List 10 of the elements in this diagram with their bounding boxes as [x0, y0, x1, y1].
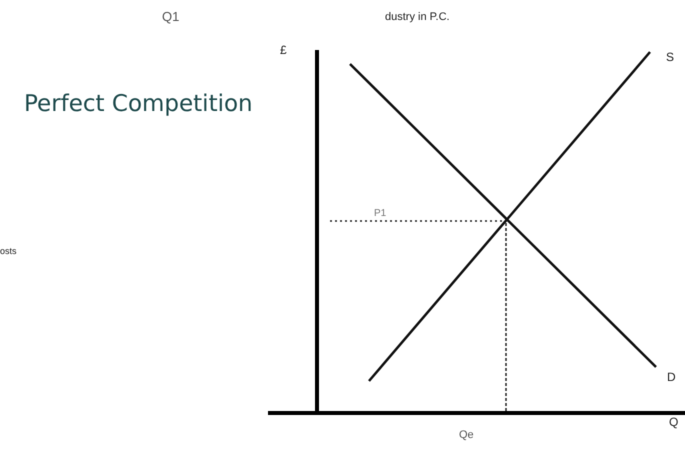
question-number: Q1	[162, 10, 180, 23]
axis-tick-label: Qe	[459, 430, 474, 441]
curve-label: D	[667, 371, 676, 383]
text-fragment: osts	[0, 247, 17, 256]
axis-tick-label: P1	[374, 209, 386, 219]
chart-heading: dustry in P.C.	[385, 12, 450, 23]
axis-label: Q	[669, 416, 678, 428]
curve-label: S	[666, 51, 674, 63]
axis-label: £	[280, 44, 287, 56]
title: Perfect Competition	[24, 93, 253, 116]
